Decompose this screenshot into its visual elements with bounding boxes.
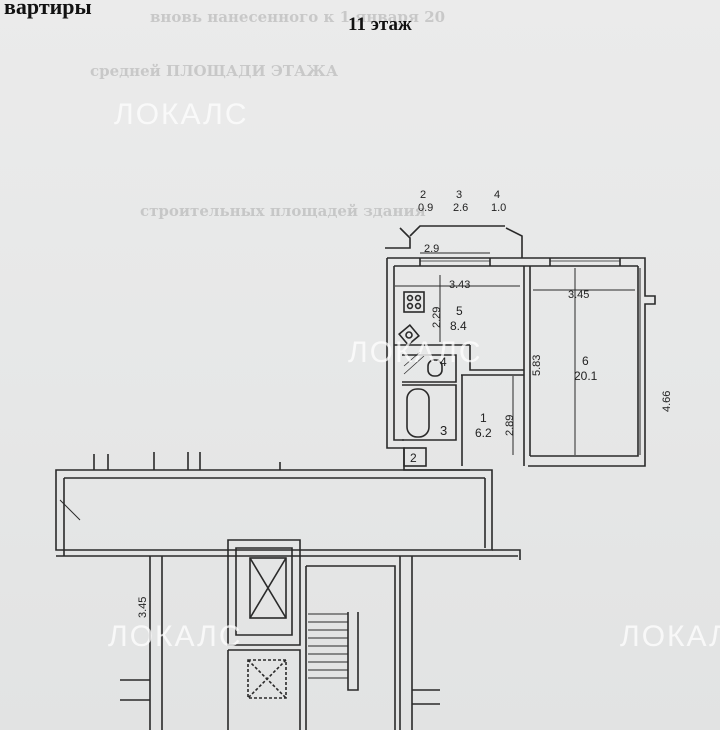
watermark-logo: ЛОКАЛС <box>348 336 483 369</box>
room-3-no: 3 <box>440 423 448 438</box>
explication-3-no: 3 <box>456 189 463 201</box>
corridor-room-dim: 3.45 <box>137 596 149 618</box>
explication-4-no: 4 <box>494 189 501 201</box>
kitchen-depth-dim: 2.29 <box>431 306 443 328</box>
bleed-text-3: строительных площадей здания <box>140 202 426 220</box>
explication-2-no: 2 <box>420 189 427 201</box>
watermark-logo: ЛОКАЛС <box>108 620 243 653</box>
room-1-no: 1 <box>480 411 487 425</box>
watermark-logo: ЛОКАЛС <box>114 98 249 131</box>
room-1-area: 6.2 <box>475 426 492 440</box>
room-4-no: 4 <box>440 355 447 369</box>
floor-label: 11 этаж <box>348 14 412 35</box>
room-5-area: 8.4 <box>450 319 467 333</box>
bleed-text-2: средней ПЛОЩАДИ ЭТАЖА <box>90 62 339 80</box>
room-2-no: 2 <box>410 451 417 465</box>
hall-depth-dim: 2.89 <box>504 414 516 436</box>
room-5-no: 5 <box>456 304 463 318</box>
balcony-width-dim: 2.9 <box>424 243 440 255</box>
document-title-fragment: вартиры <box>4 0 92 19</box>
explication-2-area: 0.9 <box>418 202 434 214</box>
explication-4-area: 1.0 <box>491 202 507 214</box>
room-6-area: 20.1 <box>574 369 598 383</box>
room-depth-right-dim: 4.66 <box>661 390 673 412</box>
room-width-dim: 3.45 <box>568 289 590 301</box>
watermark-logo: ЛОКАЛС <box>620 620 720 653</box>
room-depth-left-dim: 5.83 <box>531 354 543 376</box>
room-6-no: 6 <box>582 354 589 368</box>
kitchen-width-dim: 3.43 <box>449 279 471 291</box>
bleed-text-1: вновь нанесенного к 1 января 20 <box>150 8 446 26</box>
explication-3-area: 2.6 <box>453 202 469 214</box>
